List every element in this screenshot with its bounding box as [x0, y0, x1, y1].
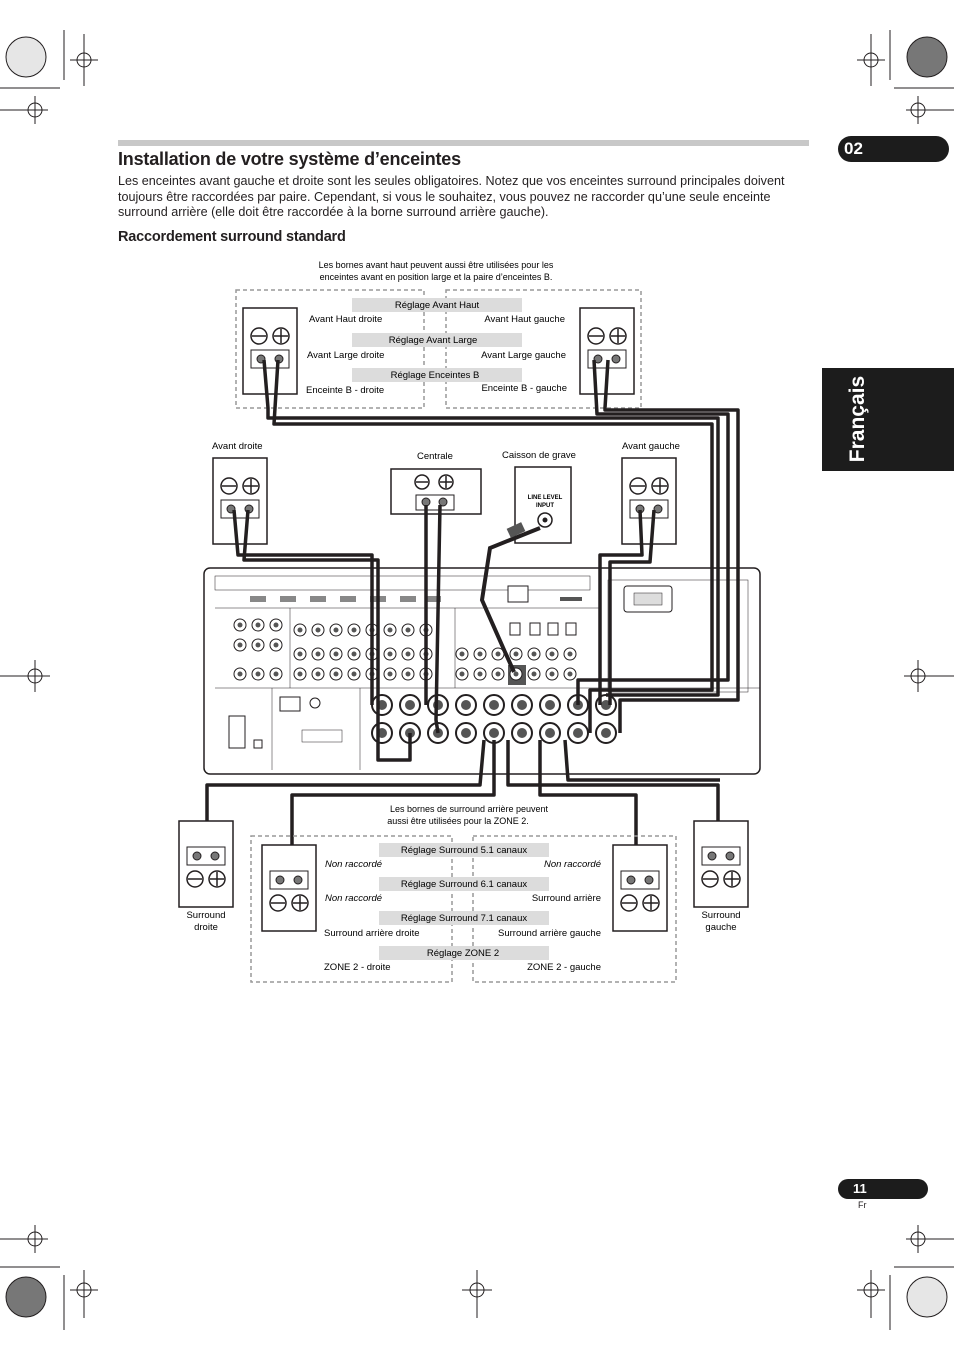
speaker-cables [205, 359, 740, 860]
bottom-right-zone [250, 835, 453, 983]
speaker-label: Non raccordé [325, 893, 382, 904]
speaker-front-left [621, 457, 677, 545]
subwoofer-input-label: LINE LEVEL [528, 495, 563, 501]
top-left-zone [445, 289, 642, 409]
language-code: Fr [858, 1200, 867, 1210]
speaker-surround-right [178, 820, 234, 908]
setting-label: Réglage Surround 5.1 canaux [401, 845, 527, 856]
top-note-line1: Les bornes avant haut peuvent aussi être… [319, 260, 554, 270]
speaker-label: Centrale [417, 451, 453, 462]
speaker-center [390, 468, 482, 515]
speaker-label: Avant Haut gauche [484, 314, 565, 325]
language-tab: Français [822, 368, 954, 471]
speaker-surround-back-right [261, 844, 317, 932]
registration-marks [0, 30, 954, 1330]
setting-label: Réglage Avant Haut [395, 300, 480, 311]
speaker-label: Avant Haut droite [309, 314, 382, 325]
speaker-label: Avant Large gauche [481, 350, 566, 361]
setting-bar [379, 843, 549, 857]
bottom-note-line1: Les bornes de surround arrière peuvent [390, 804, 549, 814]
speaker-label: Caisson de grave [502, 450, 576, 461]
speaker-label: Non raccordé [544, 859, 601, 870]
setting-bar [379, 946, 549, 960]
bottom-note-line2: aussi être utilisées pour la ZONE 2. [387, 816, 529, 826]
chapter-badge: 02 [838, 136, 949, 162]
speaker-label: Surround [701, 910, 740, 921]
setting-label: Réglage Enceintes B [391, 370, 480, 381]
subwoofer-cable [479, 526, 541, 673]
setting-bar [379, 877, 549, 891]
speaker-label: droite [194, 922, 218, 933]
bottom-left-zone [472, 835, 677, 983]
speaker-front-right [212, 457, 268, 545]
rca-plug [506, 522, 526, 538]
setting-label: Réglage Surround 6.1 canaux [401, 879, 527, 890]
page-number: 11 [838, 1179, 928, 1199]
speaker-surround-left [693, 820, 749, 908]
speaker-label: Enceinte B - droite [306, 385, 384, 396]
section-subtitle: Raccordement surround standard [118, 229, 346, 245]
speaker-label: Surround arrière gauche [498, 928, 601, 939]
speaker-surround-back-left [612, 844, 668, 932]
speaker-label: ZONE 2 - droite [324, 962, 391, 973]
speaker-label: Surround arrière droite [324, 928, 420, 939]
speaker-label: Avant Large droite [307, 350, 384, 361]
subwoofer-input-label: INPUT [536, 503, 554, 509]
setting-label: Réglage Surround 7.1 canaux [401, 913, 527, 924]
speaker-label: gauche [705, 922, 736, 933]
speaker-label: Surround [186, 910, 225, 921]
header-rule [118, 140, 809, 146]
speaker-label: Surround arrière [532, 893, 601, 904]
section-title: Installation de votre système d’enceinte… [118, 149, 461, 169]
setting-label: Réglage ZONE 2 [427, 948, 499, 959]
speaker-label: Enceinte B - gauche [481, 383, 567, 394]
intro-paragraph: Les enceintes avant gauche et droite son… [118, 174, 785, 220]
setting-bar [352, 368, 522, 382]
setting-bar [352, 333, 522, 347]
setting-bar [379, 911, 549, 925]
subwoofer: LINE LEVEL INPUT [514, 466, 572, 544]
top-right-zone [235, 289, 425, 409]
setting-bar [352, 298, 522, 312]
speaker-label: Avant gauche [622, 441, 680, 452]
setting-label: Réglage Avant Large [389, 335, 478, 346]
speaker-label: ZONE 2 - gauche [527, 962, 601, 973]
top-note-line2: enceintes avant en position large et la … [320, 272, 553, 282]
speaker-label: Non raccordé [325, 859, 382, 870]
speaker-label: Avant droite [212, 441, 263, 452]
speaker-top-right [242, 307, 298, 395]
